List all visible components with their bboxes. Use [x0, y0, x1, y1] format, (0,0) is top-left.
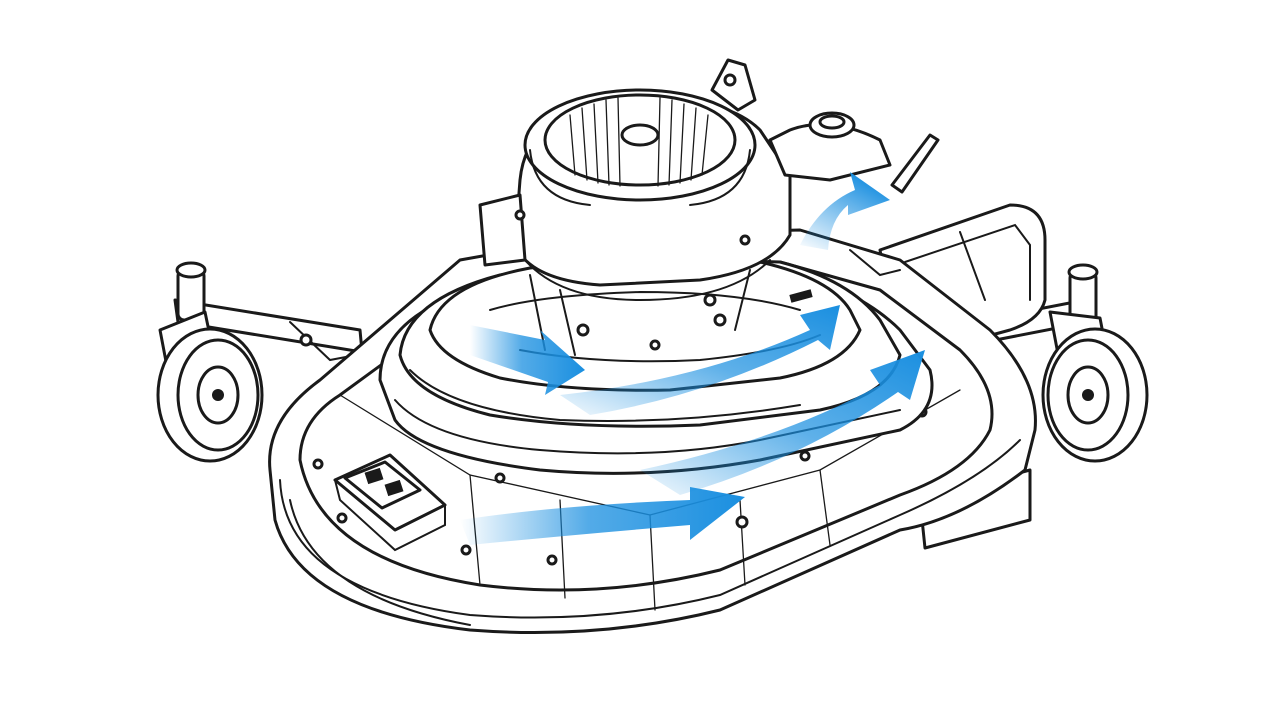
airflow-arrow-front-sweep [640, 350, 925, 495]
control-panel [333, 453, 447, 552]
cooling-fan-grille [523, 88, 757, 206]
grille-slats [569, 97, 709, 187]
airflow-arrows [460, 172, 925, 545]
handle-lever [710, 58, 940, 277]
airflow-arrow-top-exhaust [800, 172, 890, 250]
airflow-arrow-lower-sweep [460, 487, 745, 545]
caster-wheel-left [156, 261, 373, 463]
airflow-arrow-around-engine [560, 305, 840, 415]
airflow-arrow-intake-left [470, 325, 585, 395]
oil-fill-cap [768, 111, 892, 182]
